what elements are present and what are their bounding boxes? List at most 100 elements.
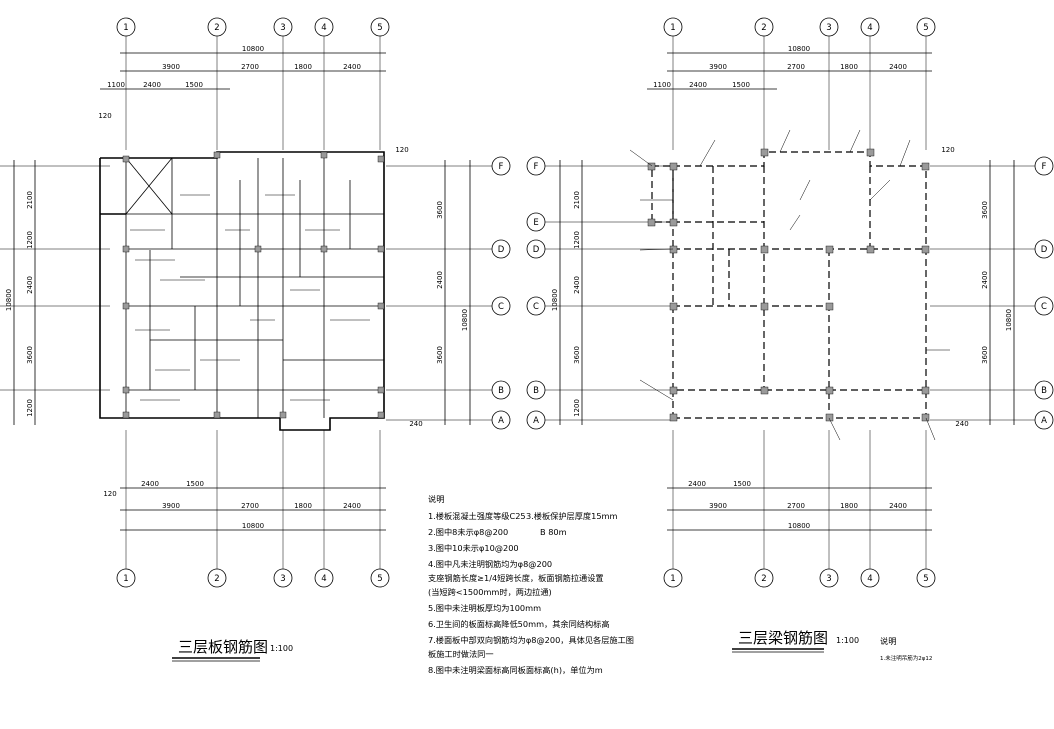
left-dim-side-right: 3600 — [436, 346, 444, 364]
left-dim-top-span: 3900 — [162, 63, 180, 71]
left-axis-side: F D C B A — [491, 156, 511, 430]
axis-label: A — [533, 416, 539, 426]
left-dim-top-span: 2700 — [241, 63, 259, 71]
axis-label: A — [1041, 416, 1047, 426]
right-dim-bottom-sub: 2400 — [688, 480, 706, 488]
left-dim-bottom-span: 1800 — [294, 502, 312, 510]
axis-label: 1 — [123, 574, 128, 584]
notes-item: 支座钢筋长度≥1/4短跨长度，板面钢筋拉通设置 — [428, 573, 604, 583]
left-dim-side-overall: 10800 — [5, 289, 13, 311]
left-tag-a: 240 — [409, 420, 422, 428]
axis-label: 2 — [761, 23, 766, 33]
axis-label: 5 — [377, 23, 382, 33]
axis-label: 2 — [214, 23, 219, 33]
right-plan: 10800 3900 2700 1800 2400 1100 2400 1500… — [526, 17, 1054, 662]
left-dim-side: 1200 — [26, 231, 34, 249]
axis-label: F — [534, 162, 539, 172]
axis-label: D — [1041, 245, 1048, 255]
right-plan-title: 三层梁钢筋图 — [738, 629, 828, 647]
axis-label: A — [498, 416, 504, 426]
axis-label: F — [499, 162, 504, 172]
left-dim-top-sub: 1500 — [185, 81, 203, 89]
axis-label: C — [1041, 302, 1047, 312]
notes-item-b: 3.楼板保护层厚度15mm — [526, 511, 618, 521]
axis-label: D — [498, 245, 505, 255]
right-dim-top-span: 1800 — [840, 63, 858, 71]
axis-label: 4 — [321, 23, 326, 33]
right-dim-top-sub: 1500 — [732, 81, 750, 89]
left-dim-top-sub: 1100 — [107, 81, 125, 89]
notes-item: 板施工时做法同一 — [428, 649, 494, 659]
axis-label: 1 — [123, 23, 128, 33]
left-tag-bottom: 120 — [103, 490, 116, 498]
axis-label: 3 — [280, 23, 285, 33]
right-tag-a: 240 — [955, 420, 968, 428]
left-dim-bottom-overall: 10800 — [242, 522, 264, 530]
notes-item: 8.图中未注明梁面标高同板面标高(h)，单位为m — [428, 665, 603, 675]
right-plan-scale: 1:100 — [836, 636, 859, 645]
right-dim-side-right: 2400 — [981, 271, 989, 289]
axis-label: 5 — [923, 23, 928, 33]
axis-label: B — [533, 386, 539, 396]
left-dim-side: 3600 — [26, 346, 34, 364]
left-dim-bottom-span: 2700 — [241, 502, 259, 510]
axis-label: 3 — [826, 23, 831, 33]
right-axis-left: F E D C B A — [526, 156, 546, 430]
right-dim-side-overall: 10800 — [551, 289, 559, 311]
axis-label: 1 — [670, 574, 675, 584]
notes-item: 1.楼板混凝土强度等级C25 — [428, 511, 526, 521]
left-dim-side: 2100 — [26, 191, 34, 209]
right-dim-side-right: 3600 — [981, 346, 989, 364]
left-tag-top: 120 — [98, 112, 111, 120]
left-dim-bottom-sub: 1500 — [186, 480, 204, 488]
right-dim-bottom-span: 2400 — [889, 502, 907, 510]
right-dim-bottom-span: 2700 — [787, 502, 805, 510]
axis-label: 2 — [214, 574, 219, 584]
axis-label: 3 — [826, 574, 831, 584]
left-dim-top-span: 1800 — [294, 63, 312, 71]
axis-label: B — [498, 386, 504, 396]
left-plan-title: 三层板钢筋图 — [178, 638, 268, 656]
left-dim-side-right: 2400 — [436, 271, 444, 289]
axis-label: 5 — [923, 574, 928, 584]
axis-label: 4 — [867, 574, 872, 584]
left-dim-side-right: 3600 — [436, 201, 444, 219]
right-dim-bottom-sub: 1500 — [733, 480, 751, 488]
right-tag-right: 120 — [941, 146, 954, 154]
left-dim-side: 2400 — [26, 276, 34, 294]
notes-title: 说明 — [428, 494, 444, 504]
right-dim-top-span: 2700 — [787, 63, 805, 71]
axis-label: 3 — [280, 574, 285, 584]
left-plan: 10800 3900 2700 1800 2400 1100 2400 1500… — [0, 17, 511, 662]
right-dim-top-overall: 10800 — [788, 45, 810, 53]
right-dim-side: 3600 — [573, 346, 581, 364]
left-tag-right: 120 — [395, 146, 408, 154]
axis-label: D — [533, 245, 540, 255]
left-dim-side: 1200 — [26, 399, 34, 417]
notes-item: 5.图中未注明板厚均为100mm — [428, 603, 541, 613]
axis-label: C — [533, 302, 539, 312]
right-dim-side-right-overall: 10800 — [1005, 309, 1013, 331]
notes-item: 3.图中10未示φ10@200 — [428, 543, 519, 553]
notes-item: 4.图中凡未注明钢筋均为φ8@200 — [428, 559, 552, 569]
axis-label: E — [533, 218, 538, 228]
right-dim-side: 1200 — [573, 231, 581, 249]
axis-label: 1 — [670, 23, 675, 33]
axis-label: B — [1041, 386, 1047, 396]
left-axis-top: 1 2 3 4 5 — [116, 17, 390, 37]
left-dim-top-sub: 2400 — [143, 81, 161, 89]
notes-item: 2.图中8未示φ8@200 — [428, 527, 508, 537]
right-dim-top-span: 3900 — [709, 63, 727, 71]
left-axis-bottom: 1 2 3 4 5 — [116, 568, 390, 588]
left-dim-bottom-sub: 2400 — [141, 480, 159, 488]
right-note-item: 1.未注明吊筋为2φ12 — [880, 654, 932, 662]
notes-block: 说明 1.楼板混凝土强度等级C25 2.图中8未示φ8@200 3.图中10未示… — [428, 494, 634, 675]
right-dim-side: 1200 — [573, 399, 581, 417]
right-note-title: 说明 — [880, 636, 896, 646]
left-dim-side-right-overall: 10800 — [461, 309, 469, 331]
right-dim-side-right: 3600 — [981, 201, 989, 219]
axis-label: C — [498, 302, 504, 312]
right-dim-bottom-span: 3900 — [709, 502, 727, 510]
notes-item-b2: B 80m — [540, 527, 567, 537]
